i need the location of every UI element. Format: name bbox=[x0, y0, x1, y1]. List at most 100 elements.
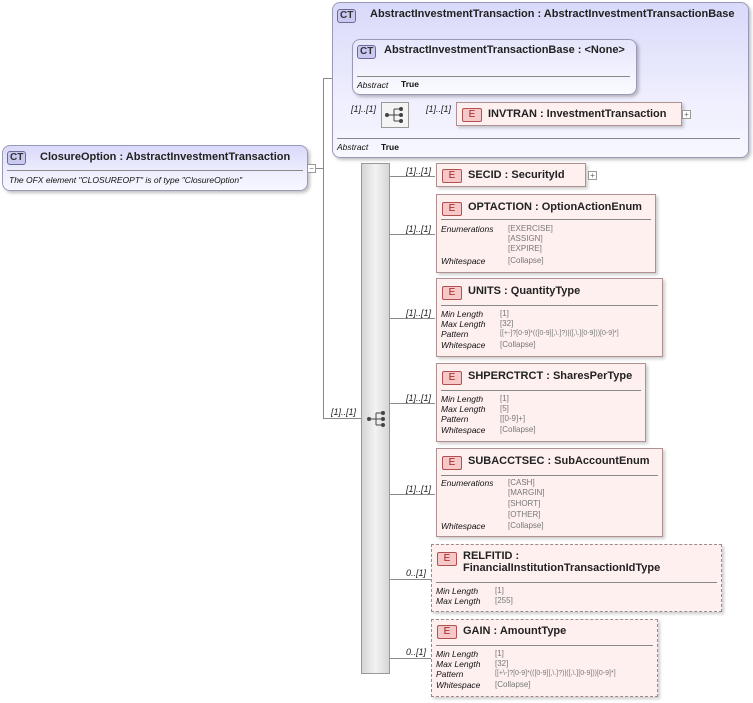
relfitid-element-box[interactable]: E RELFITID : FinancialInstitutionTransac… bbox=[431, 544, 722, 612]
optaction-title: OPTACTION : OptionActionEnum bbox=[468, 201, 642, 213]
prop-label: Whitespace bbox=[441, 425, 486, 435]
prop-value: [Collapse] bbox=[508, 521, 544, 530]
cardinality-label: 0..[1] bbox=[406, 568, 427, 578]
optaction-element-box[interactable]: E OPTACTION : OptionActionEnum Enumerati… bbox=[436, 194, 656, 273]
units-element-box[interactable]: E UNITS : QuantityType Min Length [1] Ma… bbox=[436, 278, 663, 357]
prop-label: Pattern bbox=[436, 669, 464, 679]
connector-line bbox=[389, 403, 435, 404]
prop-label: Min Length bbox=[436, 649, 479, 659]
cardinality-label: [1]..[1] bbox=[406, 166, 432, 176]
cardinality-label: [1]..[1] bbox=[351, 104, 377, 114]
abstract-label: Abstract bbox=[357, 80, 389, 90]
prop-label: Max Length bbox=[436, 659, 481, 669]
connector-line bbox=[323, 78, 335, 79]
connector-line bbox=[389, 318, 435, 319]
connector-line bbox=[389, 658, 431, 659]
shperctrct-title: SHPERCTRCT : SharesPerType bbox=[468, 370, 633, 382]
prop-value: [32] bbox=[500, 319, 514, 328]
prop-value: [OTHER] bbox=[508, 510, 541, 519]
prop-label: Min Length bbox=[441, 309, 484, 319]
invtran-element-box[interactable]: E INVTRAN : InvestmentTransaction bbox=[456, 102, 682, 126]
connector-line bbox=[323, 78, 324, 418]
prop-value: [255] bbox=[495, 596, 513, 605]
abstract-value: True bbox=[381, 142, 399, 152]
prop-value: [Collapse] bbox=[508, 256, 544, 265]
sequence-icon[interactable] bbox=[381, 102, 409, 128]
prop-value: [ASSIGN] bbox=[508, 234, 543, 243]
relfitid-title: RELFITID : FinancialInstitutionTransacti… bbox=[463, 550, 661, 574]
element-tag-icon: E bbox=[462, 108, 482, 122]
invtran-title: INVTRAN : InvestmentTransaction bbox=[488, 108, 667, 120]
gain-title: GAIN : AmountType bbox=[463, 625, 567, 637]
connector-line bbox=[389, 234, 435, 235]
expand-plus-icon[interactable]: + bbox=[682, 110, 691, 119]
prop-value: [MARGIN] bbox=[508, 488, 545, 497]
divider bbox=[441, 475, 658, 476]
prop-label: Max Length bbox=[441, 319, 486, 329]
connector-line bbox=[389, 494, 435, 495]
element-tag-icon: E bbox=[442, 169, 462, 183]
prop-label: Enumerations bbox=[441, 478, 494, 488]
divider bbox=[441, 219, 651, 220]
closure-option-doc: The OFX element "CLOSUREOPT" is of type … bbox=[9, 175, 243, 185]
gain-element-box[interactable]: E GAIN : AmountType Min Length [1] Max L… bbox=[431, 619, 658, 697]
divider bbox=[441, 305, 658, 306]
cardinality-label: [1]..[1] bbox=[406, 484, 432, 494]
element-tag-icon: E bbox=[437, 625, 457, 639]
sequence-icon bbox=[367, 411, 385, 427]
prop-value: [Collapse] bbox=[500, 340, 536, 349]
ct-tag-icon: CT bbox=[7, 151, 27, 165]
prop-label: Pattern bbox=[441, 329, 469, 339]
ct-tag-icon: CT bbox=[357, 45, 377, 59]
cardinality-label: [1]..[1] bbox=[406, 224, 432, 234]
abstract-value: True bbox=[401, 79, 419, 89]
prop-label: Whitespace bbox=[441, 340, 486, 350]
secid-title: SECID : SecurityId bbox=[468, 169, 565, 181]
prop-value: [[+\-]?[0-9]*(([0-9][,\.]?)|([,\.][0-9])… bbox=[495, 670, 616, 677]
subacctsec-element-box[interactable]: E SUBACCTSEC : SubAccountEnum Enumeratio… bbox=[436, 448, 663, 537]
connector-line bbox=[389, 176, 435, 177]
prop-value: [1] bbox=[500, 309, 509, 318]
prop-label: Enumerations bbox=[441, 224, 494, 234]
ct-tag-icon: CT bbox=[337, 9, 357, 23]
divider bbox=[357, 76, 630, 77]
prop-value: [1] bbox=[500, 394, 509, 403]
prop-value: [[+-]?[0-9]*(([0-9][,\.]?)|([,\.][0-9]))… bbox=[500, 330, 619, 337]
shperctrct-element-box[interactable]: E SHPERCTRCT : SharesPerType Min Length … bbox=[436, 363, 646, 442]
prop-value: [EXERCISE] bbox=[508, 224, 553, 233]
cardinality-label: [1]..[1] bbox=[331, 407, 357, 417]
prop-label: Min Length bbox=[441, 394, 484, 404]
subacctsec-title: SUBACCTSEC : SubAccountEnum bbox=[468, 455, 650, 467]
secid-element-box[interactable]: E SECID : SecurityId bbox=[436, 163, 586, 187]
abstract-label: Abstract bbox=[337, 142, 369, 152]
element-tag-icon: E bbox=[442, 456, 462, 470]
divider bbox=[441, 390, 641, 391]
cardinality-label: 0..[1] bbox=[406, 647, 427, 657]
prop-label: Whitespace bbox=[436, 680, 481, 690]
cardinality-label: [1]..[1] bbox=[406, 308, 432, 318]
connector-line bbox=[389, 579, 431, 580]
closure-option-type-box[interactable]: CT ClosureOption : AbstractInvestmentTra… bbox=[2, 145, 308, 191]
prop-label: Max Length bbox=[436, 596, 481, 606]
cardinality-label: [1]..[1] bbox=[406, 393, 432, 403]
divider bbox=[436, 582, 717, 583]
closure-option-title: ClosureOption : AbstractInvestmentTransa… bbox=[40, 151, 291, 163]
collapse-minus-icon[interactable]: − bbox=[307, 164, 316, 173]
prop-value: [5] bbox=[500, 404, 509, 413]
prop-value: [Collapse] bbox=[500, 425, 536, 434]
abstract-investment-transaction-base-box[interactable]: CT AbstractInvestmentTransactionBase : <… bbox=[352, 39, 637, 95]
expand-plus-icon[interactable]: + bbox=[588, 171, 597, 180]
prop-value: [1] bbox=[495, 586, 504, 595]
element-tag-icon: E bbox=[442, 286, 462, 300]
sequence-icon-glyph bbox=[385, 107, 403, 123]
connector-line bbox=[309, 168, 323, 169]
connector-line bbox=[323, 418, 361, 419]
element-tag-icon: E bbox=[437, 552, 457, 566]
divider bbox=[436, 645, 653, 646]
prop-value: [32] bbox=[495, 659, 509, 668]
prop-value: [1] bbox=[495, 649, 504, 658]
prop-label: Min Length bbox=[436, 586, 479, 596]
prop-value: [SHORT] bbox=[508, 499, 541, 508]
prop-label: Pattern bbox=[441, 414, 469, 424]
prop-value: [EXPIRE] bbox=[508, 244, 542, 253]
